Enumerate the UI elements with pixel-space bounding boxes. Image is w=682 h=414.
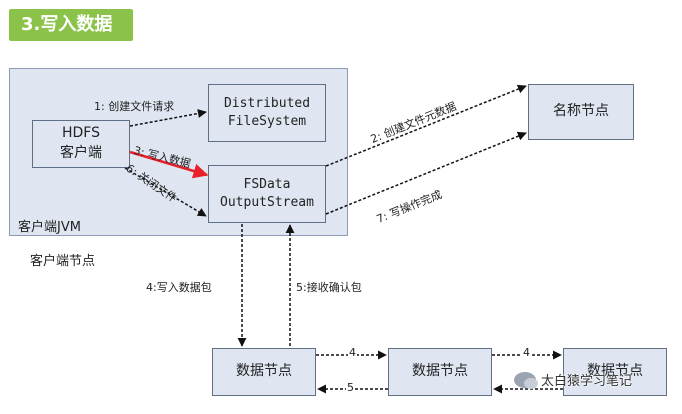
arrow-step-7 xyxy=(325,131,527,215)
section-title: 3.写入数据 xyxy=(9,9,133,41)
pipe-forward-label-2: 4 xyxy=(522,346,531,359)
hdfs-client-line-2: 客户端 xyxy=(60,145,102,161)
step-1-label: 1: 创建文件请求 xyxy=(94,100,175,113)
hdfs-client-node: HDFS 客户端 xyxy=(32,120,130,168)
step-5-label: 5:接收确认包 xyxy=(296,281,362,294)
datanode-3: 数据节点 xyxy=(563,348,667,396)
arrow-step-6 xyxy=(124,167,207,217)
dfs-line-1: Distributed xyxy=(223,95,311,111)
watermark-text: 太白猿学习笔记 xyxy=(541,374,633,389)
namenode: 名称节点 xyxy=(528,84,634,140)
wechat-icon xyxy=(514,371,538,389)
pipe-ack-label: 5 xyxy=(346,381,355,394)
pipe-forward-label-1: 4 xyxy=(348,346,357,359)
datanode-2: 数据节点 xyxy=(388,348,492,396)
stream-line-1: FSData xyxy=(243,176,291,192)
stream-line-2: OutputStream xyxy=(220,195,314,210)
arrow-step-1 xyxy=(129,109,207,127)
arrow-step-3 xyxy=(129,150,209,179)
watermark: 太白猿学习笔记 xyxy=(514,370,632,389)
dfs-line-2: FileSystem xyxy=(227,114,307,129)
step-4-label: 4:写入数据包 xyxy=(146,281,212,294)
datanode-1: 数据节点 xyxy=(212,348,316,396)
client-jvm-label: 客户端JVM xyxy=(18,220,81,235)
hdfs-client-line-1: HDFS xyxy=(61,125,100,142)
client-node-caption: 客户端节点 xyxy=(30,254,96,269)
arrow-step-2 xyxy=(325,84,527,167)
